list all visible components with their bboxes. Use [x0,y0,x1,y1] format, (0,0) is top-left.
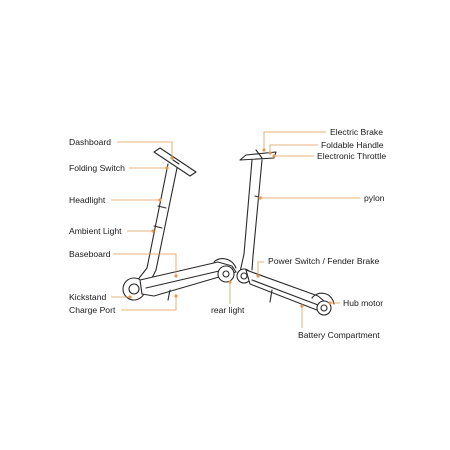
callout-power-switch: Power Switch / Fender Brake [256,256,380,278]
label-folding-switch: Folding Switch [69,163,125,173]
label-dashboard: Dashboard [69,137,111,147]
label-ambient-light: Ambient Light [69,226,122,236]
callout-baseboard: Baseboard [69,249,178,278]
callout-folding-switch: Folding Switch [69,163,169,173]
left-scooter-illustration [122,147,237,301]
right-scooter-illustration [236,149,335,316]
label-charge-port: Charge Port [69,305,116,315]
callout-ambient-light: Ambient Light [69,226,155,236]
label-hub-motor: Hub motor [343,298,383,308]
callout-electronic-throttle: Electronic Throttle [272,151,386,161]
callout-hub-motor: Hub motor [328,298,383,308]
label-rear-light: rear light [211,305,245,315]
callout-kickstand: Kickstand [69,292,132,302]
callout-charge-port: Charge Port [69,294,178,315]
label-foldable-handle: Foldable Handle [321,140,384,150]
label-electric-brake: Electric Brake [330,127,383,137]
label-electronic-throttle: Electronic Throttle [317,151,386,161]
label-headlight: Headlight [69,195,106,205]
callout-rear-light: rear light [211,280,245,315]
label-battery-compartment: Battery Compartment [298,330,380,340]
callout-electric-brake: Electric Brake [262,127,383,152]
callout-headlight: Headlight [69,195,162,205]
label-baseboard: Baseboard [69,249,111,259]
label-power-switch: Power Switch / Fender Brake [268,256,380,266]
label-kickstand: Kickstand [69,292,106,302]
callout-pylon: pylon [258,193,385,203]
callout-battery-compartment: Battery Compartment [298,304,380,340]
callout-dashboard: Dashboard [69,137,174,160]
callout-foldable-handle: Foldable Handle [268,140,384,155]
label-pylon: pylon [364,193,385,203]
